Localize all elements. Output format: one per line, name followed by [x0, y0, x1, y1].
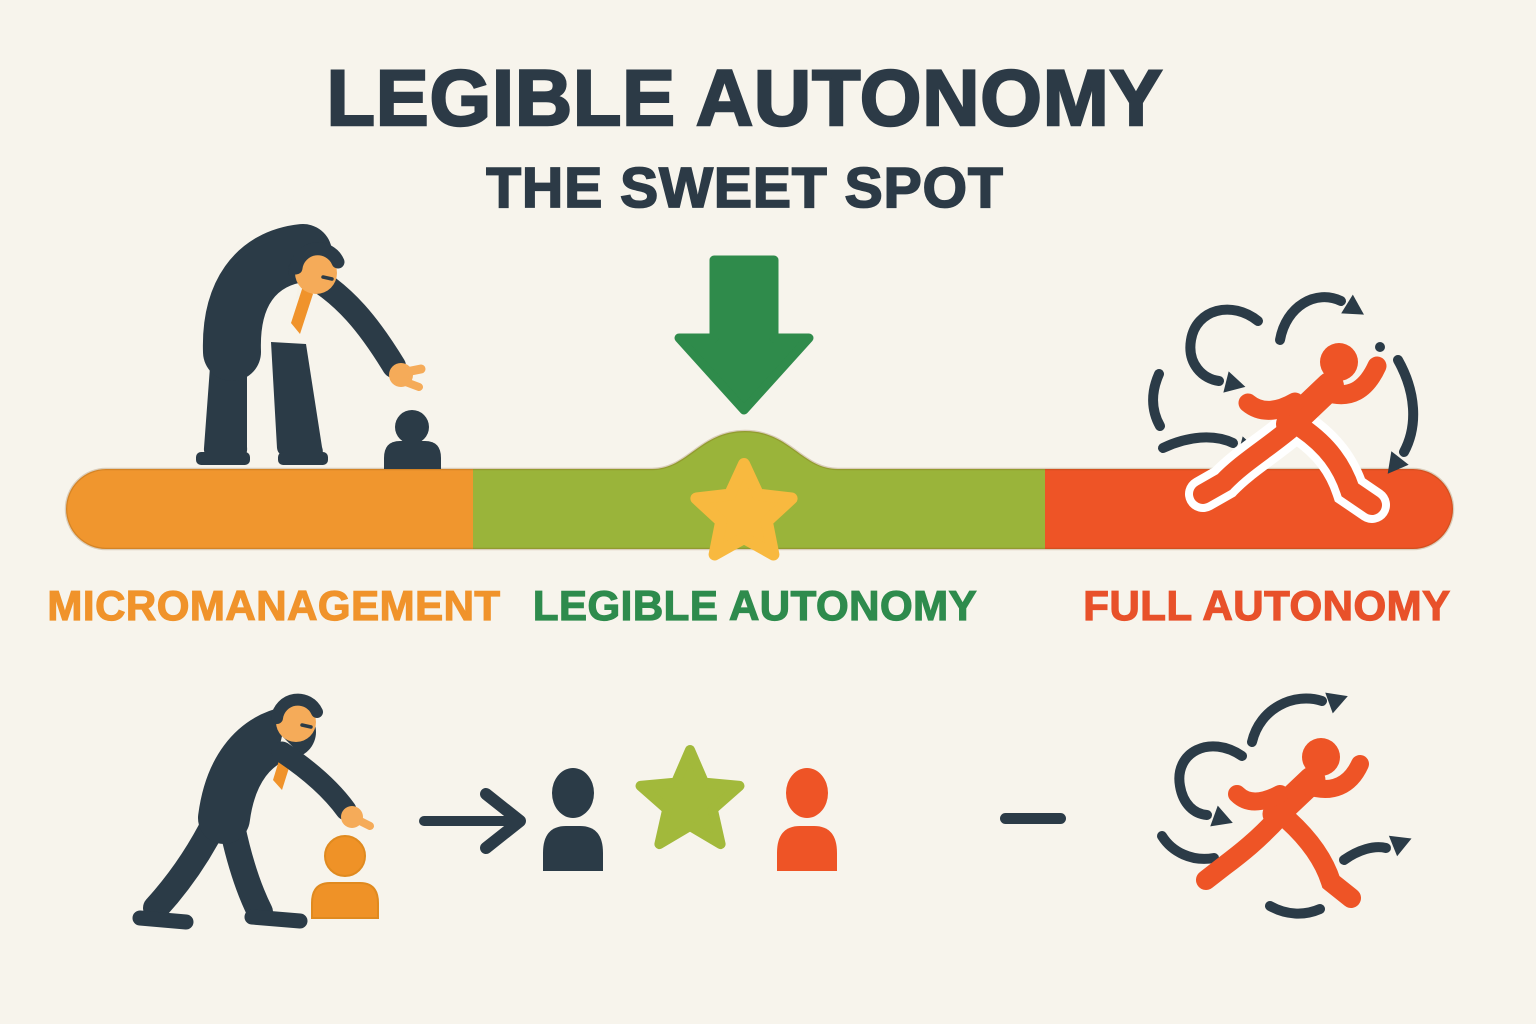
dash-icon — [1000, 813, 1066, 824]
dark-person-icon — [543, 768, 603, 871]
label-full-autonomy: FULL AUTONOMY — [1083, 582, 1451, 629]
label-micromanagement: MICROMANAGEMENT — [47, 582, 501, 629]
managed-person-icon — [384, 410, 441, 469]
sweet-spot-star-icon — [690, 458, 798, 561]
poster-subtitle: THE SWEET SPOT — [485, 156, 1004, 220]
right-arrow-icon — [419, 788, 526, 854]
manager-head — [295, 252, 337, 294]
runner-head — [1302, 738, 1340, 776]
green-star-icon — [635, 745, 745, 850]
orange-person-icon — [311, 835, 379, 919]
red-person-icon — [777, 768, 837, 871]
micromanagement-detail-illustration — [132, 693, 379, 930]
chaos-arrows-icon — [1157, 693, 1391, 919]
full-autonomy-runner-illustration — [1157, 692, 1412, 919]
chaos-runner-illustration — [1148, 292, 1419, 523]
bar-outline — [64, 429, 1455, 551]
chaos-arrows-icon — [1148, 292, 1419, 457]
runner-head — [1320, 343, 1358, 381]
label-legible-autonomy: LEGIBLE AUTONOMY — [532, 582, 978, 629]
sweet-spot-down-arrow-icon — [674, 255, 814, 415]
poster-title: LEGIBLE AUTONOMY — [325, 53, 1164, 142]
equation-row — [419, 745, 1066, 871]
chaos-arrowheads — [1210, 692, 1412, 857]
manager-head — [276, 702, 316, 742]
micromanager-illustration — [196, 224, 441, 469]
